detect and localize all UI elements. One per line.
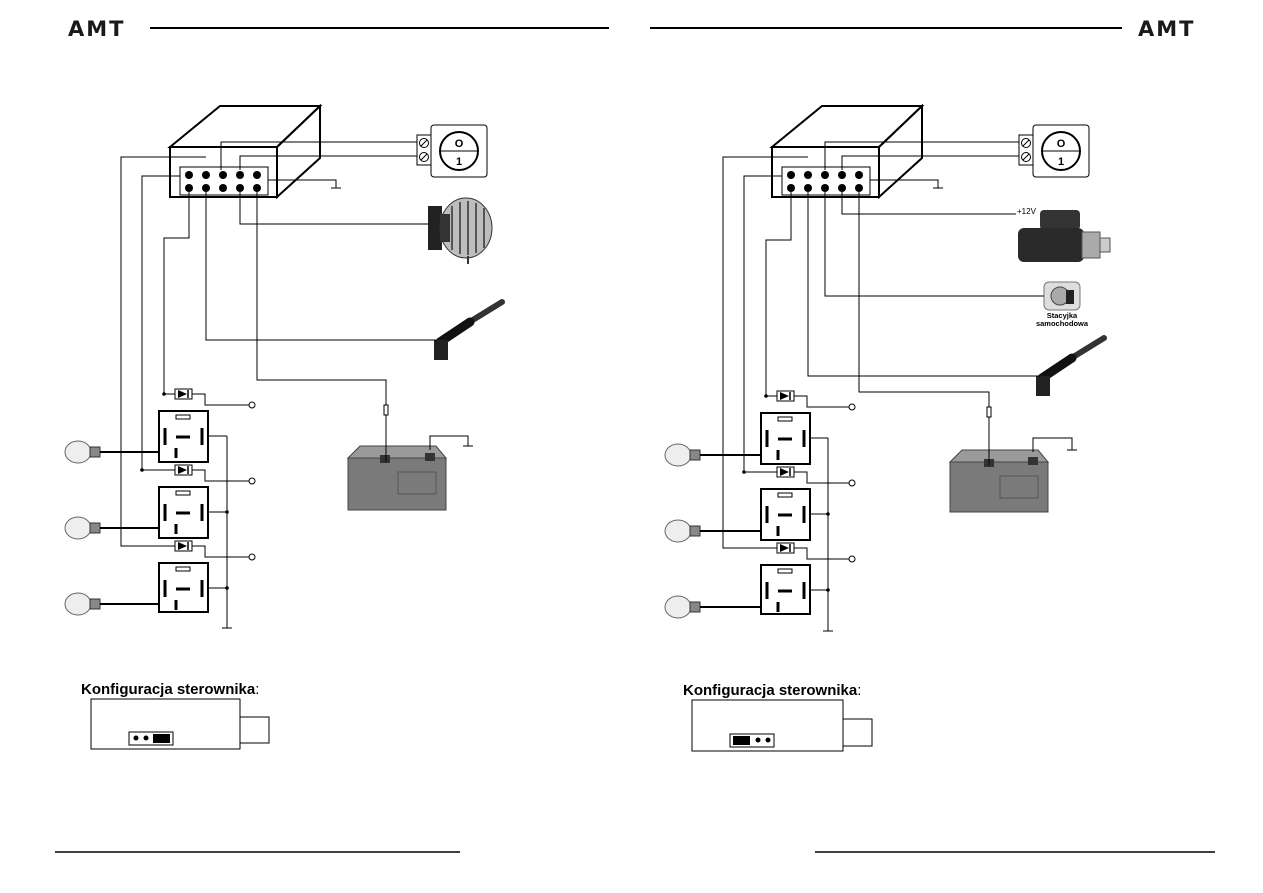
bulb-1 [64,440,159,464]
on-off-switch: O 1 [1018,124,1090,178]
battery-image [948,449,1050,513]
controller-box [769,103,925,200]
switch-label-off: O [455,138,464,150]
brand-logo-right: AMT [1138,17,1195,41]
brand-logo-left: AMT [68,17,125,41]
relay-1 [760,390,856,465]
relay-3 [760,542,856,615]
alternator-image [428,197,493,264]
battery-image [346,445,448,511]
on-off-switch: O 1 [416,124,488,178]
starter-motor-image: +12V [1017,207,1111,262]
right-diagram: O 1 +12V Stacyjka samochodowa [664,103,1111,752]
controller-box [167,103,323,200]
controller-config-left: Konfiguracja sterownika: [81,681,270,750]
controller-config-right: Konfiguracja sterownika: [683,682,873,752]
config-title-right: Konfiguracja sterownika: [683,682,861,699]
relay-2 [760,466,856,541]
relay-2 [158,464,256,539]
top-wires [722,141,1044,549]
connector-pins [185,171,261,192]
bulb-3 [64,592,159,616]
top-wires [120,141,436,547]
left-diagram: O 1 [64,103,505,750]
bulb-3 [664,595,761,619]
switch-label-on: 1 [456,156,462,168]
left-header: AMT [68,17,609,41]
bulb-2 [664,519,761,543]
bulb-1 [664,443,761,467]
turn-signal-stalk-image [1036,335,1107,396]
ignition-label-line2: samochodowa [1036,319,1089,328]
turn-signal-stalk-image [434,299,505,360]
relay-3 [158,540,256,613]
right-header: AMT [650,17,1195,41]
relay-1 [158,388,256,463]
ignition-label-line1: Stacyjka [1047,311,1078,320]
starter-voltage-label: +12V [1017,207,1037,216]
bulb-2 [64,516,159,540]
switch-label-off: O [1057,138,1066,150]
switch-label-on: 1 [1058,156,1064,168]
config-title-left: Konfiguracja sterownika: [81,681,259,698]
ignition-switch-image: Stacyjka samochodowa [1036,281,1089,328]
